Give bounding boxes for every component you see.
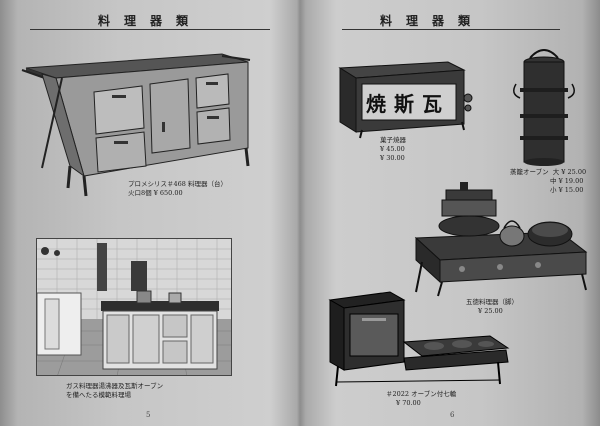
stacked-steamer-oven-illustration [513,49,575,166]
range-caption-price: 火口8個 ¥ 650.00 [128,189,183,197]
steamer-size-small-label: 小 [550,186,557,194]
hotplate-caption: 五徳料理器（脚） ¥ 25.00 [466,298,518,316]
stove-sign-text: 焼斯瓦 [366,92,450,116]
hotplate-price: ¥ 25.00 [478,307,503,315]
oven-range-name: ＃2022 オーブン付七輪 [386,390,457,398]
left-page-number: 5 [146,411,151,419]
stove-caption: 菓子焼器 ¥ 45.00 ¥ 30.00 [380,136,406,163]
kitchen-photo-caption: ガス料理器湯沸器及瓦斯オーブン を備へたる模範料理場 [66,382,163,400]
right-header-rule [342,29,560,30]
steamer-size-small-price: ¥ 15.00 [558,186,584,194]
steamer-size-medium-label: 中 [550,177,557,185]
steamer-size-large-label: 大 [552,168,560,176]
stove-caption-name: 菓子焼器 [380,136,406,144]
gas-hotplate-illustration [414,182,588,297]
right-page: 料理器類 焼斯瓦 菓子焼器 ¥ 45.00 ¥ 30.00 [300,0,600,426]
kitchen-caption-line2: を備へたる模範料理場 [66,391,131,399]
oven-range-price: ¥ 70.00 [396,399,421,407]
tabletop-stove-illustration [338,61,473,139]
steamer-size-medium-price: ¥ 19.00 [558,177,584,185]
kitchen-caption-line1: ガス料理器湯沸器及瓦斯オーブン [66,382,164,390]
kitchen-scene-illustration [37,239,231,375]
oven-with-burners-illustration [328,291,510,387]
left-header-rule [30,29,270,30]
steamer-size-large-price: ¥ 25.00 [561,168,587,176]
stove-price-2: ¥ 30.00 [380,154,405,162]
steamer-size-large: 大 ¥ 25.00 [553,168,586,176]
right-page-number: 6 [450,411,455,419]
oven-range-caption: ＃2022 オーブン付七輪 ¥ 70.00 [386,390,456,408]
model-kitchen-photo [36,238,232,376]
left-page: 料理器類 [21,14,270,419]
steamer-size-small: 小 ¥ 15.00 [510,186,586,195]
steamer-size-medium: 中 ¥ 19.00 [510,177,586,186]
range-caption-name: プロメシリス＃468 料理器（台） [128,180,227,188]
steamer-oven-caption: 蒸籠オーブン 大 ¥ 25.00 中 ¥ 19.00 小 ¥ 15.00 [510,168,586,195]
hotplate-name: 五徳料理器（脚） [466,298,518,306]
large-kitchen-range-illustration [21,53,251,197]
left-page-header: 料理器類 [98,14,203,28]
range-caption: プロメシリス＃468 料理器（台） 火口8個 ¥ 650.00 [128,180,227,198]
stove-price-1: ¥ 45.00 [380,145,405,153]
steamer-oven-name: 蒸籠オーブン [510,168,549,176]
right-page-header: 料理器類 [380,14,485,28]
